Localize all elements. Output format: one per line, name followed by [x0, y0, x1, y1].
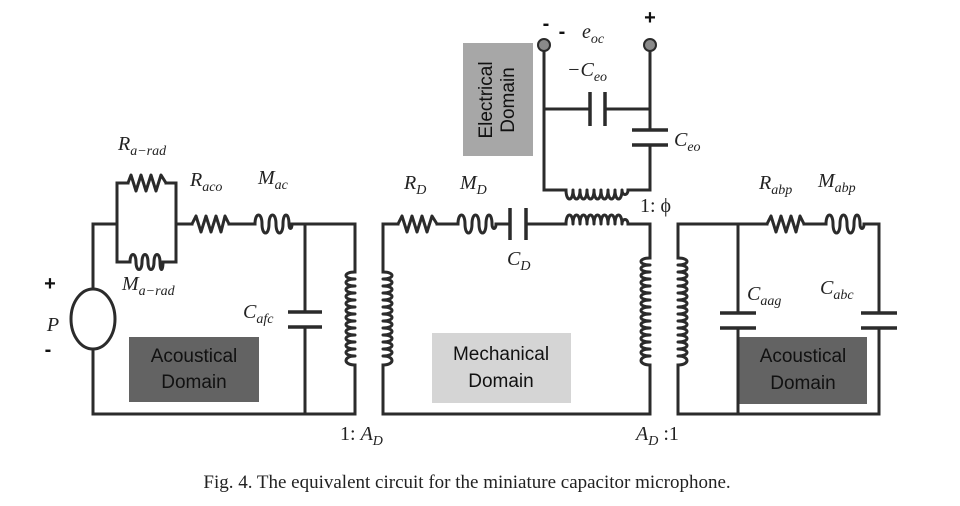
electrical-domain-box — [463, 43, 533, 156]
label-r-aco: Raco — [189, 169, 222, 195]
r-d-resistor — [396, 214, 439, 234]
r-a-rad-resistor — [126, 173, 168, 193]
label-r-a-rad: Ra−rad — [117, 133, 167, 159]
acoustical-domain-left-line2: Domain — [161, 372, 226, 393]
label-ratio-left: 1: AD — [340, 423, 383, 449]
transformer-left-primary-coil — [344, 270, 357, 367]
terminal-positive — [643, 38, 657, 52]
acoustical-domain-left-box — [129, 337, 259, 402]
m-d-inductor — [456, 213, 498, 235]
label-m-a-rad: Ma−rad — [121, 273, 176, 299]
pressure-source-symbol — [69, 287, 117, 351]
source-label: P — [46, 314, 59, 336]
transformer-right-primary-coil — [639, 256, 652, 367]
label-m-ac: Mac — [257, 167, 289, 193]
electrical-wires — [542, 48, 652, 192]
label-ratio-right: AD :1 — [634, 423, 679, 449]
right-acoustic-wires — [676, 222, 881, 416]
electrical-domain-line1: Electrical — [476, 61, 497, 138]
label-c-afc: Cafc — [243, 301, 274, 327]
label-neg-c-eo: −Ceo — [567, 59, 607, 85]
left-acoustic-wires — [91, 181, 357, 416]
mechanical-wires — [381, 222, 652, 416]
terminal-negative — [537, 38, 551, 52]
transformer-electrical-primary-coil — [564, 213, 630, 226]
label-m-d: MD — [459, 172, 487, 198]
label-m-abp: Mabp — [817, 170, 856, 196]
label-ratio-phi: 1: ϕ — [640, 195, 671, 217]
electrical-domain-line2: Domain — [498, 67, 519, 132]
source-minus-sign: - — [45, 339, 52, 361]
acoustical-domain-right-box — [738, 337, 867, 404]
acoustical-domain-right-line1: Acoustical — [760, 346, 847, 367]
m-abp-inductor — [824, 213, 866, 235]
label-r-abp: Rabp — [758, 172, 792, 198]
mechanical-domain-line1: Mechanical — [453, 344, 549, 365]
r-abp-resistor — [765, 214, 806, 234]
label-c-eo: Ceo — [674, 129, 701, 155]
acoustical-domain-left-line1: Acoustical — [151, 346, 238, 367]
label-r-d: RD — [403, 172, 426, 198]
label-c-d: CD — [507, 248, 530, 274]
terminal-minus-sign-2: - — [559, 21, 566, 43]
mechanical-domain-box — [432, 333, 571, 403]
m-a-rad-inductor — [128, 253, 165, 271]
terminal-plus-sign: + — [644, 7, 656, 29]
label-c-abc: Cabc — [820, 277, 854, 303]
m-ac-inductor — [253, 213, 294, 235]
figure-caption: Fig. 4. The equivalent circuit for the m… — [203, 472, 730, 493]
transformer-electrical-secondary-coil — [564, 188, 630, 201]
label-e-oc: eoc — [582, 21, 605, 47]
terminal-minus-sign: - — [543, 13, 550, 35]
mechanical-domain-line2: Domain — [468, 371, 533, 392]
source-plus-sign: + — [44, 273, 56, 295]
transformer-left-secondary-coil — [381, 270, 394, 367]
acoustical-domain-right-line2: Domain — [770, 373, 835, 394]
transformer-right-secondary-coil — [676, 256, 689, 367]
r-aco-resistor — [190, 214, 231, 234]
label-c-aag: Caag — [747, 283, 781, 309]
